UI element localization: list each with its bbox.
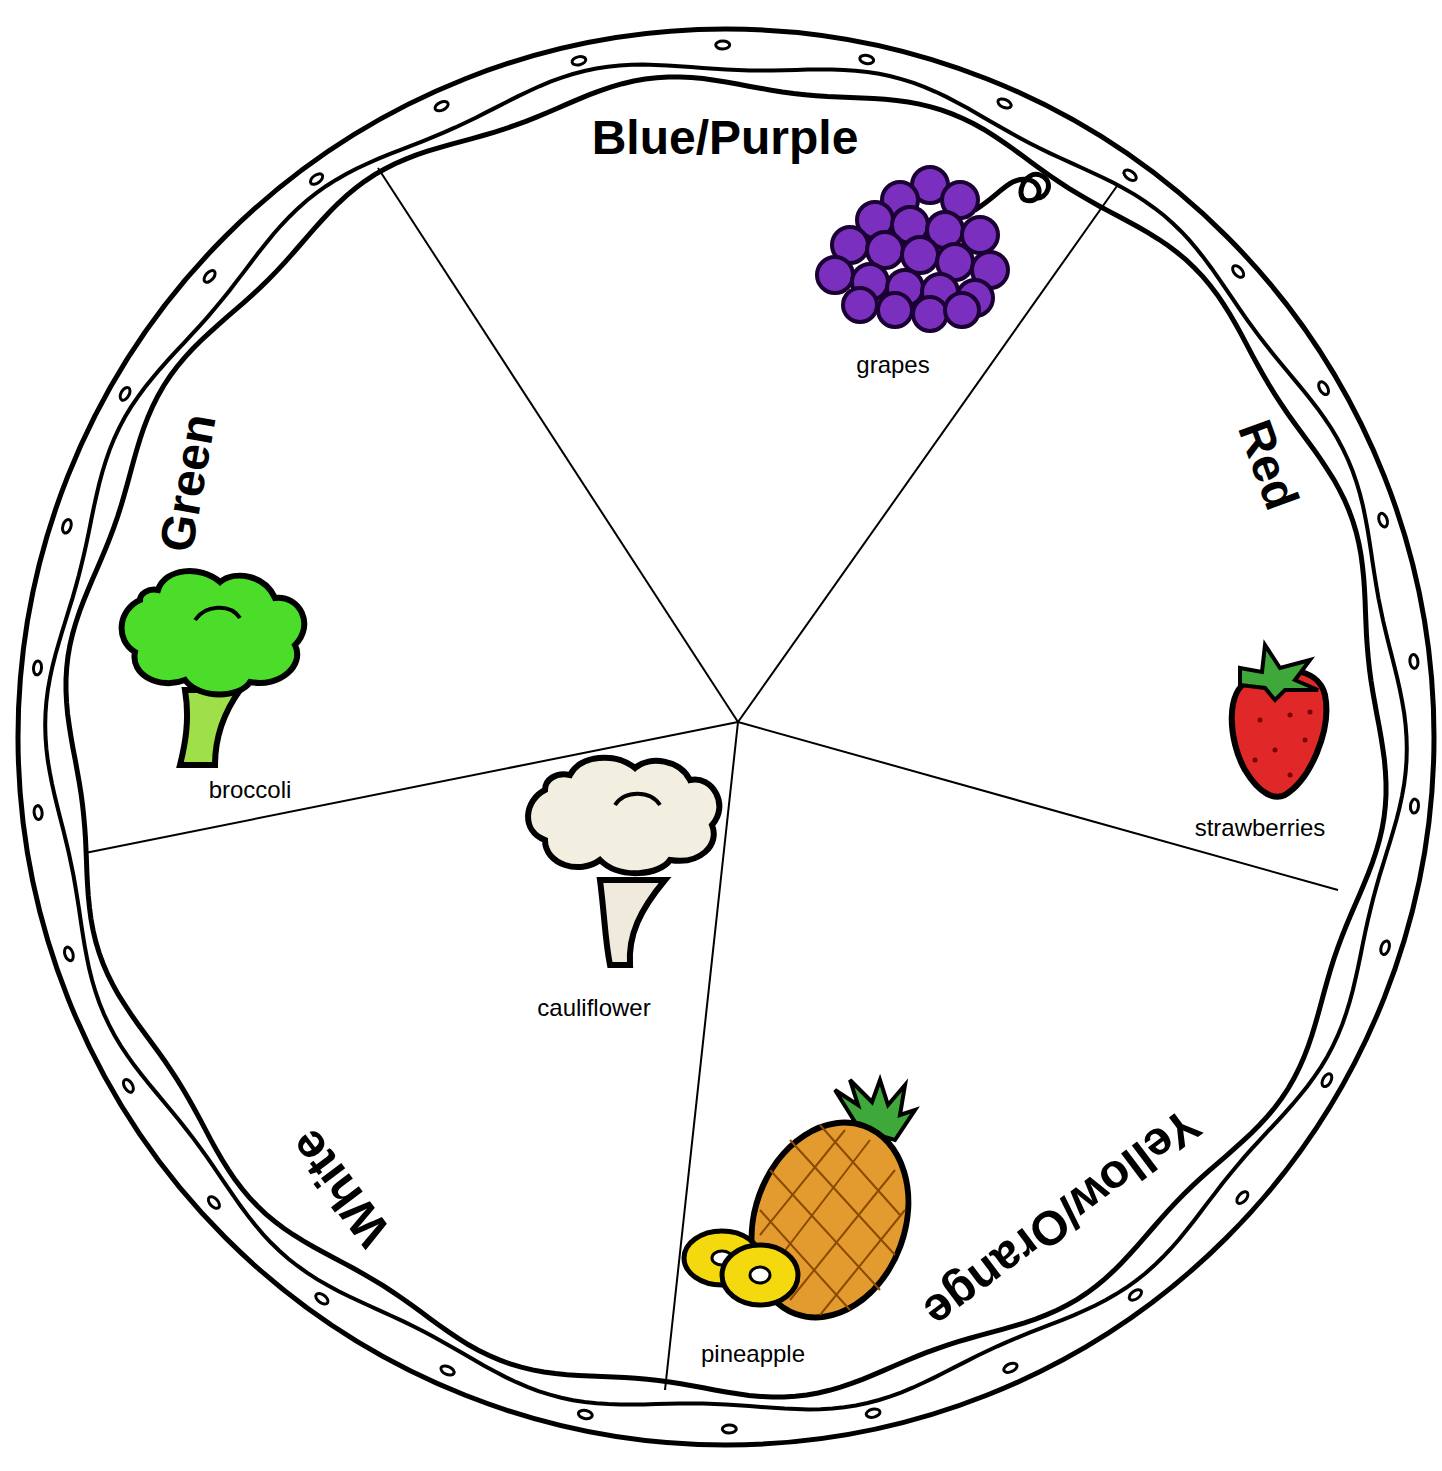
plate-dot: [716, 41, 730, 49]
plate-dot: [202, 269, 217, 285]
plate-dot: [434, 100, 450, 113]
plate-dot: [996, 97, 1012, 110]
food-label: broccoli: [209, 778, 292, 802]
plate-dot: [578, 1409, 593, 1420]
plate-dot: [722, 1425, 736, 1433]
plate-dot: [1127, 1288, 1143, 1303]
plate-dot: [439, 1364, 455, 1377]
plate-dot: [1410, 799, 1419, 814]
plate-dot: [33, 805, 42, 820]
color-group-label: Yellow/Orange: [915, 1099, 1208, 1336]
grapes-icon: [817, 167, 1048, 331]
plate-dot: [314, 1291, 330, 1306]
plate-dot: [1002, 1361, 1018, 1374]
pineapple-icon: [684, 1080, 935, 1340]
sector-divider: [738, 186, 1117, 722]
plate-dot: [865, 1408, 880, 1419]
plate-wave: [45, 65, 1407, 1410]
cauliflower-icon: [528, 758, 719, 965]
strawberry-icon: [1232, 645, 1327, 797]
plate-dot: [1317, 380, 1331, 396]
plate-dot: [309, 172, 325, 187]
color-group-label: Red: [1230, 414, 1306, 516]
plate-dot: [118, 386, 132, 402]
food-label: strawberries: [1195, 816, 1326, 840]
color-group-label: Blue/Purple: [592, 114, 859, 162]
plate-dot: [1377, 512, 1389, 528]
food-label: pineapple: [701, 1342, 805, 1366]
plate-dot: [859, 54, 874, 65]
plate-dot: [1235, 1190, 1250, 1206]
plate-dot: [61, 518, 73, 534]
plate-dot: [1379, 940, 1391, 956]
plate-rim: [18, 29, 1434, 1445]
plate-dot: [1409, 654, 1418, 669]
plate-dots: [33, 41, 1419, 1433]
sector-divider: [85, 722, 738, 853]
food-label: cauliflower: [537, 996, 650, 1020]
plate-dot: [571, 55, 586, 66]
plate-dot: [33, 661, 42, 676]
plate-dot: [1320, 1072, 1334, 1088]
sector-divider: [665, 722, 738, 1390]
plate-dot: [63, 946, 75, 962]
color-group-label: Green: [152, 411, 223, 556]
plate-dot: [206, 1195, 221, 1211]
plate-dot: [121, 1078, 135, 1094]
plate-dot: [1230, 264, 1245, 280]
sector-divider: [738, 722, 1338, 890]
plate-dot: [1122, 168, 1138, 183]
food-label: grapes: [856, 353, 929, 377]
sector-divider: [378, 168, 738, 722]
plate-wave: [66, 77, 1386, 1397]
broccoli-icon: [122, 571, 305, 765]
color-group-label: White: [282, 1121, 399, 1254]
